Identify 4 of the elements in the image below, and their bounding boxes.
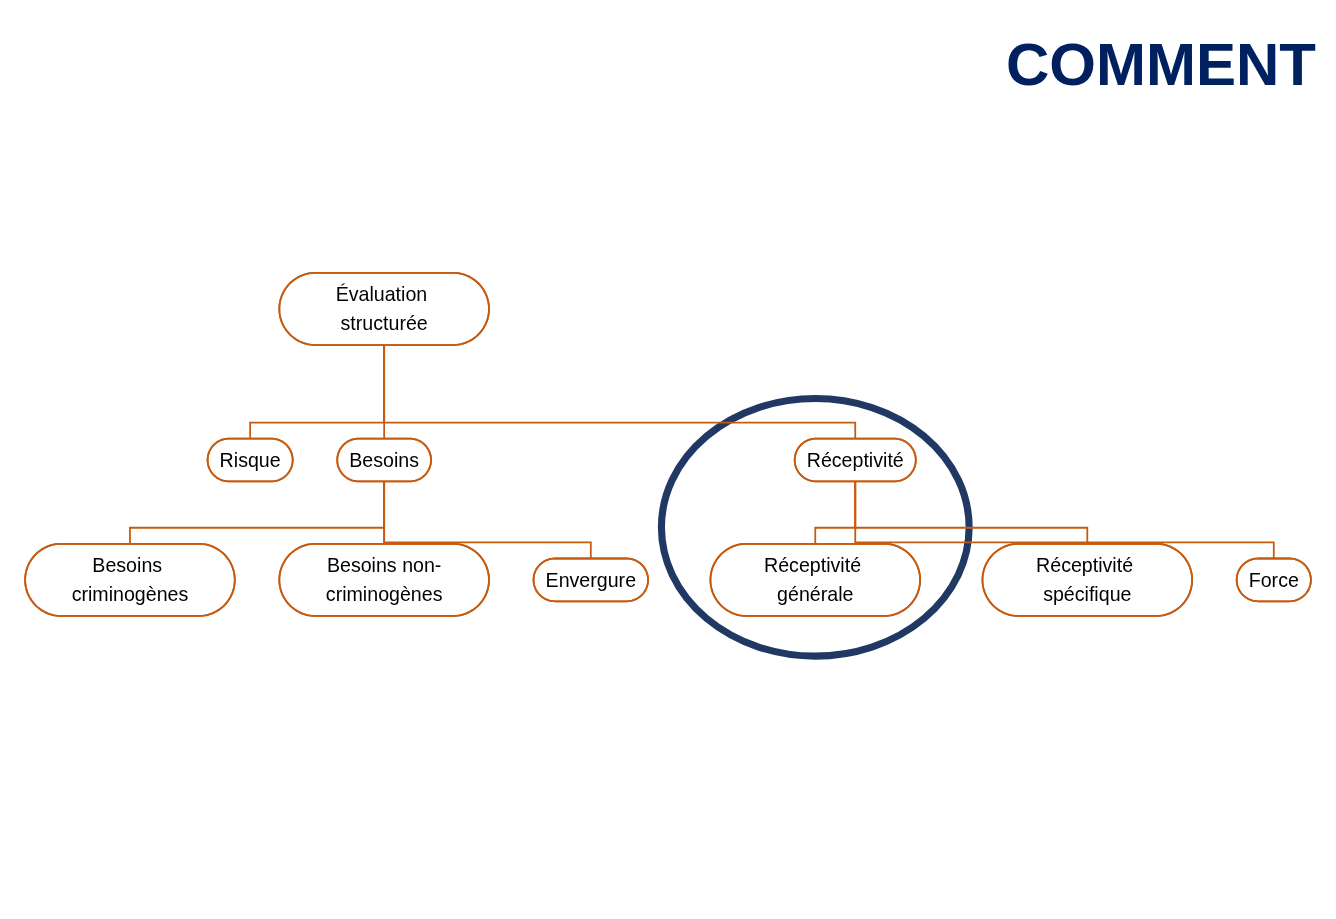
connector — [854, 480, 1275, 559]
connector — [383, 343, 857, 439]
connector — [383, 480, 592, 559]
title: COMMENT — [1006, 30, 1316, 99]
